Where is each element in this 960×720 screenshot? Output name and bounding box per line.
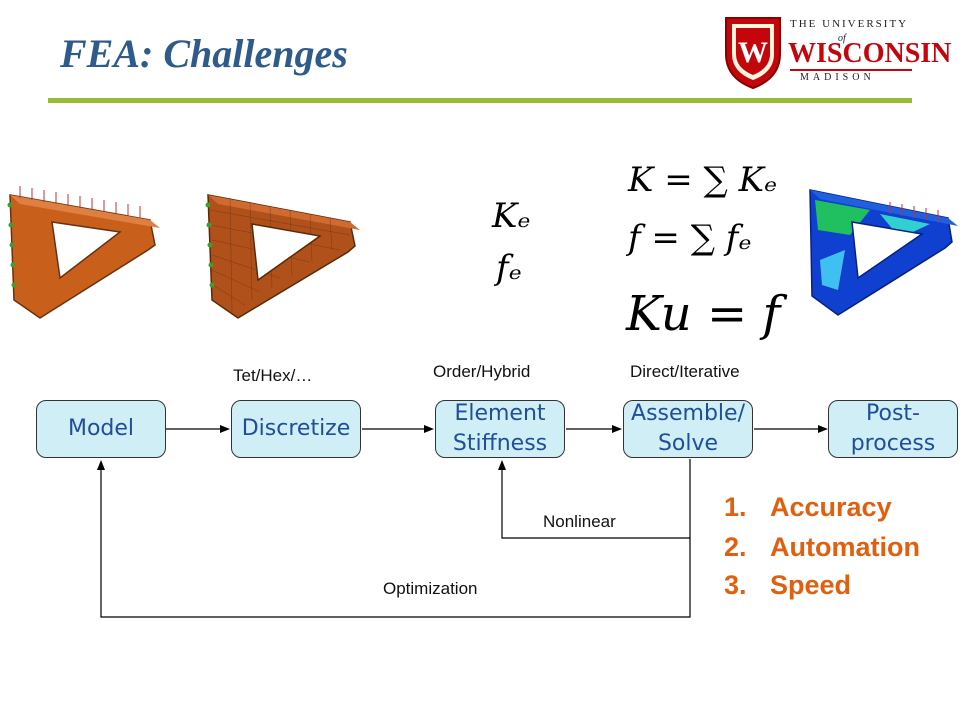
goal-number: 1.: [724, 492, 747, 522]
shield-letter: W: [738, 36, 768, 69]
goal-number: 3.: [724, 570, 747, 600]
nonlinear-label: Nonlinear: [543, 512, 616, 531]
step-assemble-solve-label: Assemble/ Solve: [631, 401, 745, 456]
step-element-stiffness: Element Stiffness: [435, 400, 565, 458]
discretize-note: Tet/Hex/…: [233, 366, 313, 385]
bracket-plain: [7, 186, 160, 319]
step-post-process-label: Post- process: [850, 401, 936, 456]
logo-of: of: [838, 33, 846, 44]
slide-title: FEA: Challenges: [60, 31, 348, 76]
global-stiffness-equation: K = ∑ Kₑ: [628, 160, 778, 200]
step-assemble-solve: Assemble/ Solve: [623, 400, 753, 458]
system-equation: Ku = f: [626, 286, 781, 342]
step-model-label: Model: [67, 416, 135, 441]
step-model: Model: [36, 400, 166, 458]
global-force-equation: f = ∑ fₑ: [628, 218, 752, 258]
goal-number: 2.: [724, 532, 747, 562]
step-discretize: Discretize: [231, 400, 361, 458]
goal-item: 2. Automation: [724, 532, 920, 563]
element-note: Order/Hybrid: [433, 362, 531, 381]
goal-text: Automation: [770, 532, 920, 562]
step-discretize-label: Discretize: [241, 416, 351, 441]
university-shield-logo: W: [725, 17, 781, 90]
logo-the-university: THE UNIVERSITY: [790, 18, 909, 30]
step-element-stiffness-label: Element Stiffness: [452, 401, 548, 456]
goal-item: 3. Speed: [724, 570, 851, 601]
optimization-label: Optimization: [383, 579, 478, 598]
logo-underline: [790, 69, 912, 71]
element-force-symbol: fₑ: [496, 248, 522, 288]
assemble-note: Direct/Iterative: [630, 362, 740, 381]
goal-text: Accuracy: [770, 492, 892, 522]
step-post-process: Post- process: [828, 400, 958, 458]
goal-text: Speed: [770, 570, 852, 600]
bracket-meshed: [205, 194, 360, 319]
goal-item: 1. Accuracy: [724, 492, 892, 523]
logo-wisconsin: WISCONSIN: [788, 38, 952, 69]
logo-madison: MADISON: [800, 72, 875, 83]
title-underline: [48, 98, 912, 103]
element-stiffness-symbol: Kₑ: [492, 196, 531, 236]
bracket-stress-result: [809, 189, 958, 316]
